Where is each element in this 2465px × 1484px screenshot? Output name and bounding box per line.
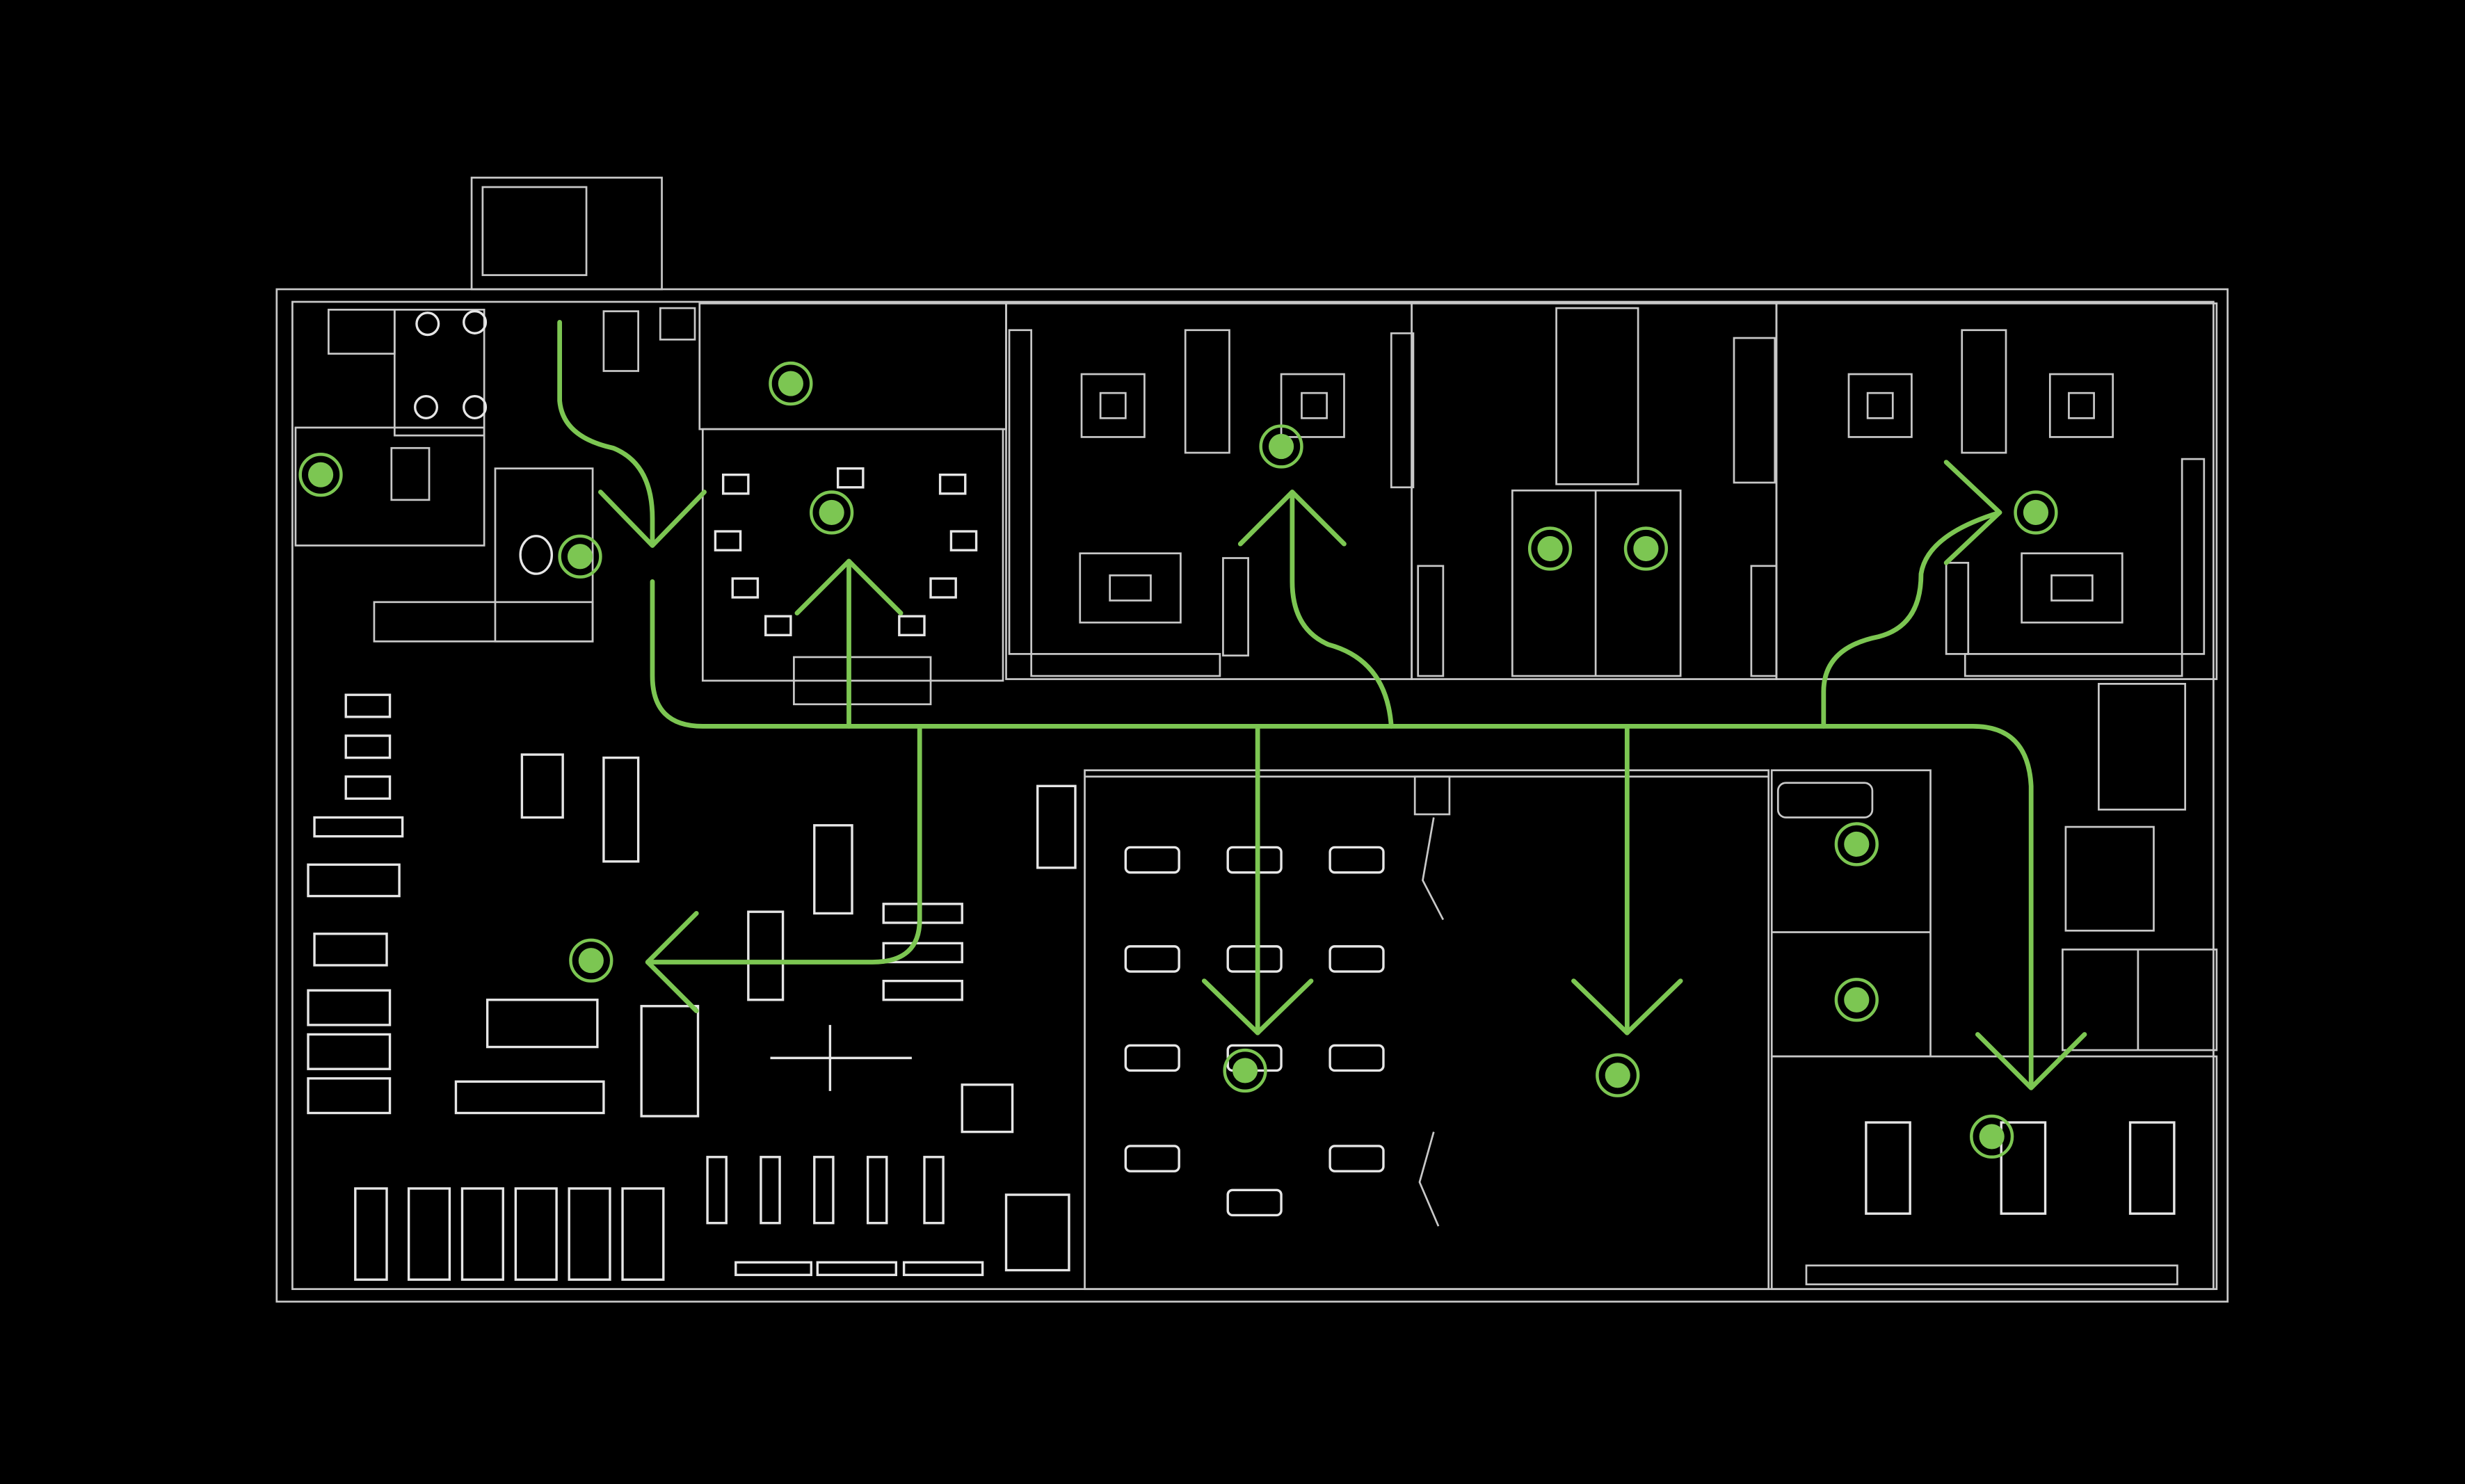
zone-marker-gym [569,938,613,983]
building-walls [275,177,2229,1303]
room-top-left-offices [294,307,696,643]
zone-marker-dining [1970,1114,2014,1159]
main-corridor-path [650,579,2034,1088]
room-studio [1084,769,1770,1291]
zone-marker-office-left [298,453,343,497]
zone-marker-small-room [1834,978,1879,1022]
zone-marker-consult-room [1834,822,1879,866]
zone-marker-reception [558,534,602,579]
room-right-office [1733,302,2218,680]
room-open-office [1005,302,1415,680]
arrow-head-open-office [1237,490,1347,547]
zone-marker-restroom-left [1527,526,1573,571]
room-restrooms [1411,302,1778,680]
arrow-head-right-office [1943,460,2002,565]
arrow-head-studio-right [1571,978,1683,1035]
zone-marker-open-office [1259,424,1303,469]
room-dining [1770,1055,2218,1291]
zone-marker-studio-right [1596,1053,1640,1097]
arrow-head-entry [598,490,707,548]
zone-marker-right-office [2014,490,2058,535]
zone-marker-classroom [810,490,854,535]
arrow-head-classroom [794,558,904,616]
zone-marker-storage [769,361,813,406]
zone-marker-restroom-right [1623,526,1669,571]
room-classroom [698,302,1007,706]
gym-path [645,724,922,965]
arrow-head-dining [1975,1032,2087,1090]
zone-markers [298,361,2058,1159]
room-right-small-rooms [1770,683,2218,1058]
arrow-head-studio-left [1201,978,1314,1035]
room-gym-floor [307,693,1077,1281]
circulation-paths [557,320,2087,1090]
right-office-path [1821,510,2002,729]
open-office-path [1290,490,1394,729]
zone-marker-studio-left [1223,1048,1267,1093]
arrow-head-gym [645,911,699,1013]
entry-path [557,320,655,545]
